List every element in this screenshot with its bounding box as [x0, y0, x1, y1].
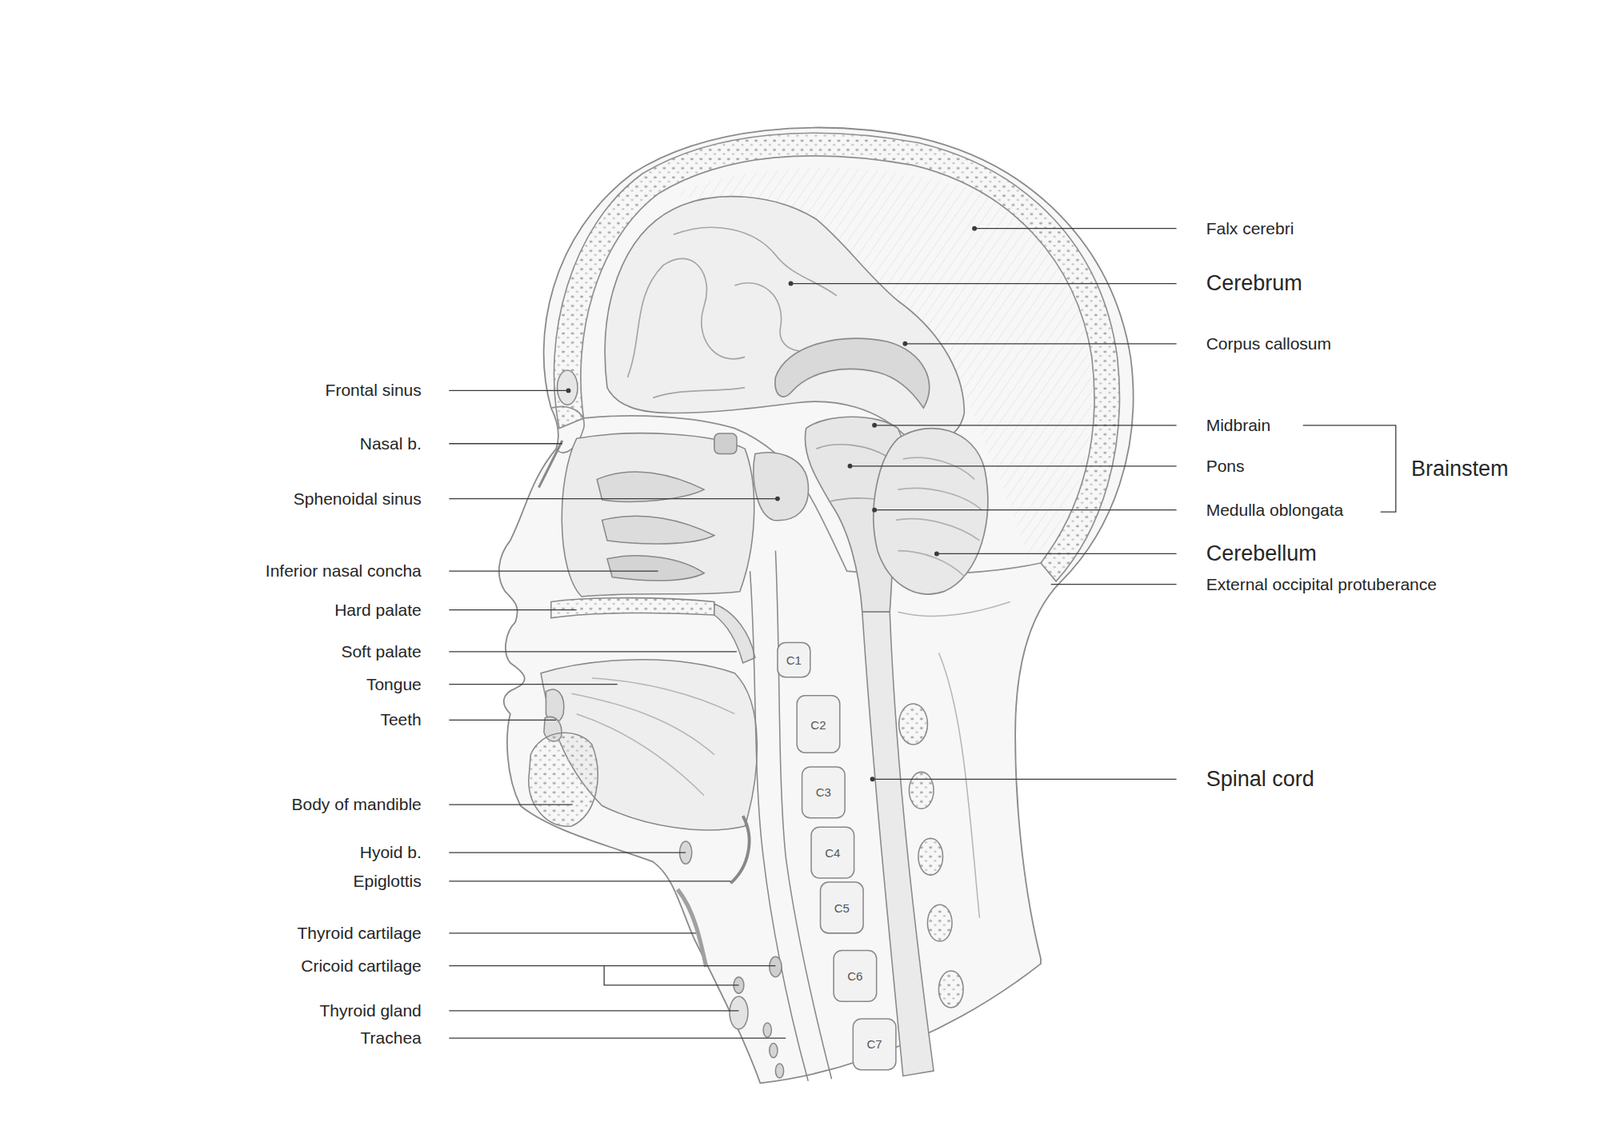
part-label: External occipital protuberance	[1206, 575, 1437, 595]
part-label: Cerebellum	[1206, 541, 1317, 567]
vertebra-label: C1	[786, 653, 802, 668]
brain	[604, 196, 988, 612]
part-label: Trachea	[360, 1028, 422, 1048]
part-label: Inferior nasal concha	[265, 561, 422, 581]
part-label: Brainstem	[1411, 456, 1509, 482]
part-label: Thyroid cartilage	[297, 924, 422, 944]
part-label: Cricoid cartilage	[300, 956, 422, 976]
head-outline	[499, 128, 1134, 1084]
part-label: Hyoid b.	[360, 843, 422, 863]
leader-lines	[448, 226, 1396, 1039]
part-label: Sphenoidal sinus	[293, 489, 422, 509]
vertebra-label: C7	[867, 1037, 883, 1052]
mouth-and-jaw	[528, 598, 758, 831]
part-label: Medulla oblongata	[1206, 500, 1344, 520]
vertebra-label: C2	[810, 718, 826, 732]
part-label: Body of mandible	[292, 795, 422, 815]
part-label: Frontal sinus	[325, 380, 422, 400]
part-label: Epiglottis	[353, 872, 422, 892]
vertebra-label: C4	[824, 846, 840, 860]
cervical-spine	[777, 601, 1011, 1076]
part-label: Spinal cord	[1206, 767, 1315, 792]
part-label: Nasal b.	[360, 434, 422, 454]
part-label: Pons	[1206, 456, 1245, 476]
vertebra-label: C6	[847, 969, 863, 984]
vertebra-label: C5	[834, 901, 850, 916]
part-label: Cerebrum	[1206, 271, 1303, 296]
part-label: Thyroid gland	[320, 1001, 422, 1021]
part-label: Soft palate	[340, 642, 421, 662]
vertebra-label: C3	[816, 785, 832, 800]
part-label: Corpus callosum	[1206, 334, 1332, 354]
part-label: Tongue	[366, 675, 422, 695]
part-label: Hard palate	[334, 600, 422, 620]
part-label: Midbrain	[1206, 416, 1272, 436]
part-label: Falx cerebri	[1206, 219, 1295, 239]
part-label: Teeth	[380, 710, 421, 730]
